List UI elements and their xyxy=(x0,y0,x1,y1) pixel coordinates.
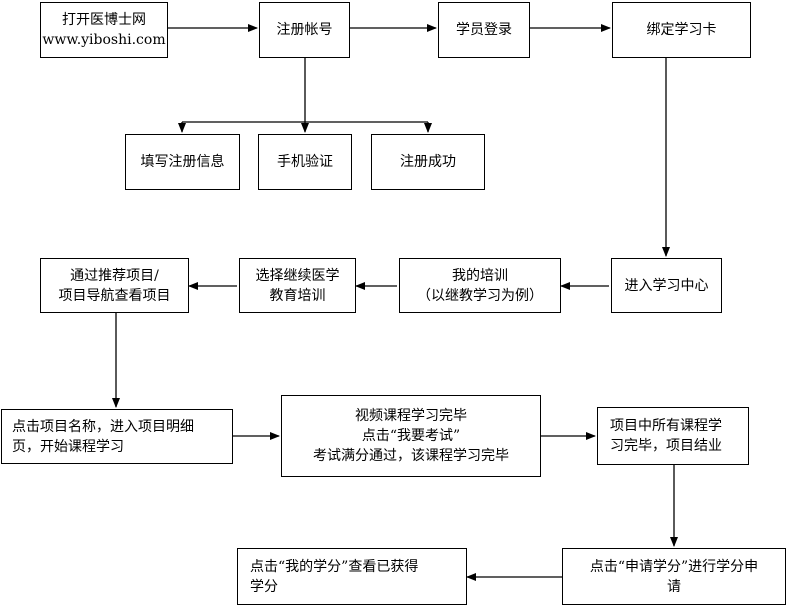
node-bind-card: 绑定学习卡 xyxy=(612,2,751,58)
node-click-project: 点击项目名称，进入项目明细 页，开始课程学习 xyxy=(1,409,233,464)
node-open-site: 打开医博士网 www.yiboshi.com xyxy=(40,2,168,58)
node-apply-credit: 点击“申请学分”进行学分申 请 xyxy=(562,548,786,605)
node-view-credit: 点击“我的学分”查看已获得 学分 xyxy=(237,548,467,605)
node-project-done: 项目中所有课程学 习完毕，项目结业 xyxy=(597,407,749,465)
node-phone-verify: 手机验证 xyxy=(258,134,352,190)
node-login: 学员登录 xyxy=(438,2,530,58)
node-select-cme: 选择继续医学 教育培训 xyxy=(239,258,356,313)
node-video-done: 视频课程学习完毕 点击“我要考试” 考试满分通过，该课程学习完毕 xyxy=(281,395,541,477)
node-register-success: 注册成功 xyxy=(371,134,485,190)
node-browse-projects: 通过推荐项目/ 项目导航查看项目 xyxy=(40,258,189,313)
node-register: 注册帐号 xyxy=(259,2,350,58)
node-learning-center: 进入学习中心 xyxy=(611,258,722,313)
node-fill-info: 填写注册信息 xyxy=(125,134,240,190)
node-my-training: 我的培训 （以继教学习为例） xyxy=(399,258,561,313)
